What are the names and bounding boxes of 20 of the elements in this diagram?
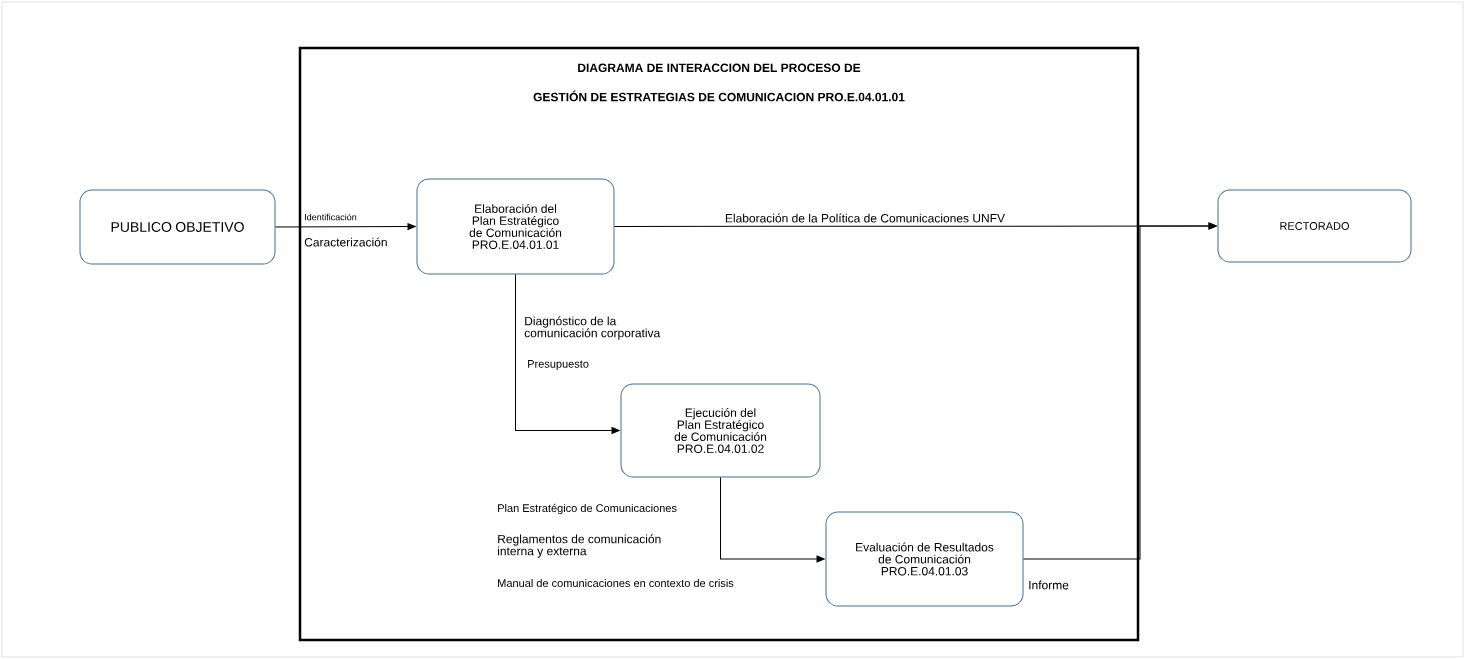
edge-label: Informe <box>1029 580 1069 590</box>
edge-label: Elaboración de la Política de Comunicaciones UNFV <box>725 213 1005 223</box>
title: GESTIÓN DE ESTRATEGIAS DE COMUNICACION PRO.E.04.01.01 <box>533 90 905 102</box>
arrow <box>275 223 416 230</box>
flow-label: Caracterización <box>304 237 387 247</box>
arrow <box>1023 222 1217 560</box>
flow-label: Presupuesto <box>528 360 589 370</box>
process-box: PUBLICO OBJETIVO <box>79 189 276 265</box>
flow-label: Manual de comunicaciones en contexto de crisis <box>498 578 734 588</box>
arrow <box>720 477 825 563</box>
flow-label: Reglamentos de comunicación interna y externa <box>498 534 661 558</box>
process-box: Evaluación de Resultados de Comunicación PRO.E.04.01.03 <box>825 511 1024 607</box>
flow-label: Diagnóstico de la comunicación corporativa <box>524 316 661 340</box>
flow-label: Plan Estratégico de Comunicaciones <box>498 503 677 515</box>
arrow <box>515 274 620 434</box>
process-box: RECTORADO <box>1217 189 1412 263</box>
edge-label: Identificación <box>305 213 357 221</box>
process-box: Elaboración del Plan Estratégico de Comunicación PRO.E.04.01.01 <box>416 178 615 275</box>
process-box: Ejecución del Plan Estratégico de Comunicación PRO.E.04.01.02 <box>620 383 821 478</box>
title: DIAGRAMA DE INTERACCION DEL PROCESO DE <box>578 63 861 72</box>
